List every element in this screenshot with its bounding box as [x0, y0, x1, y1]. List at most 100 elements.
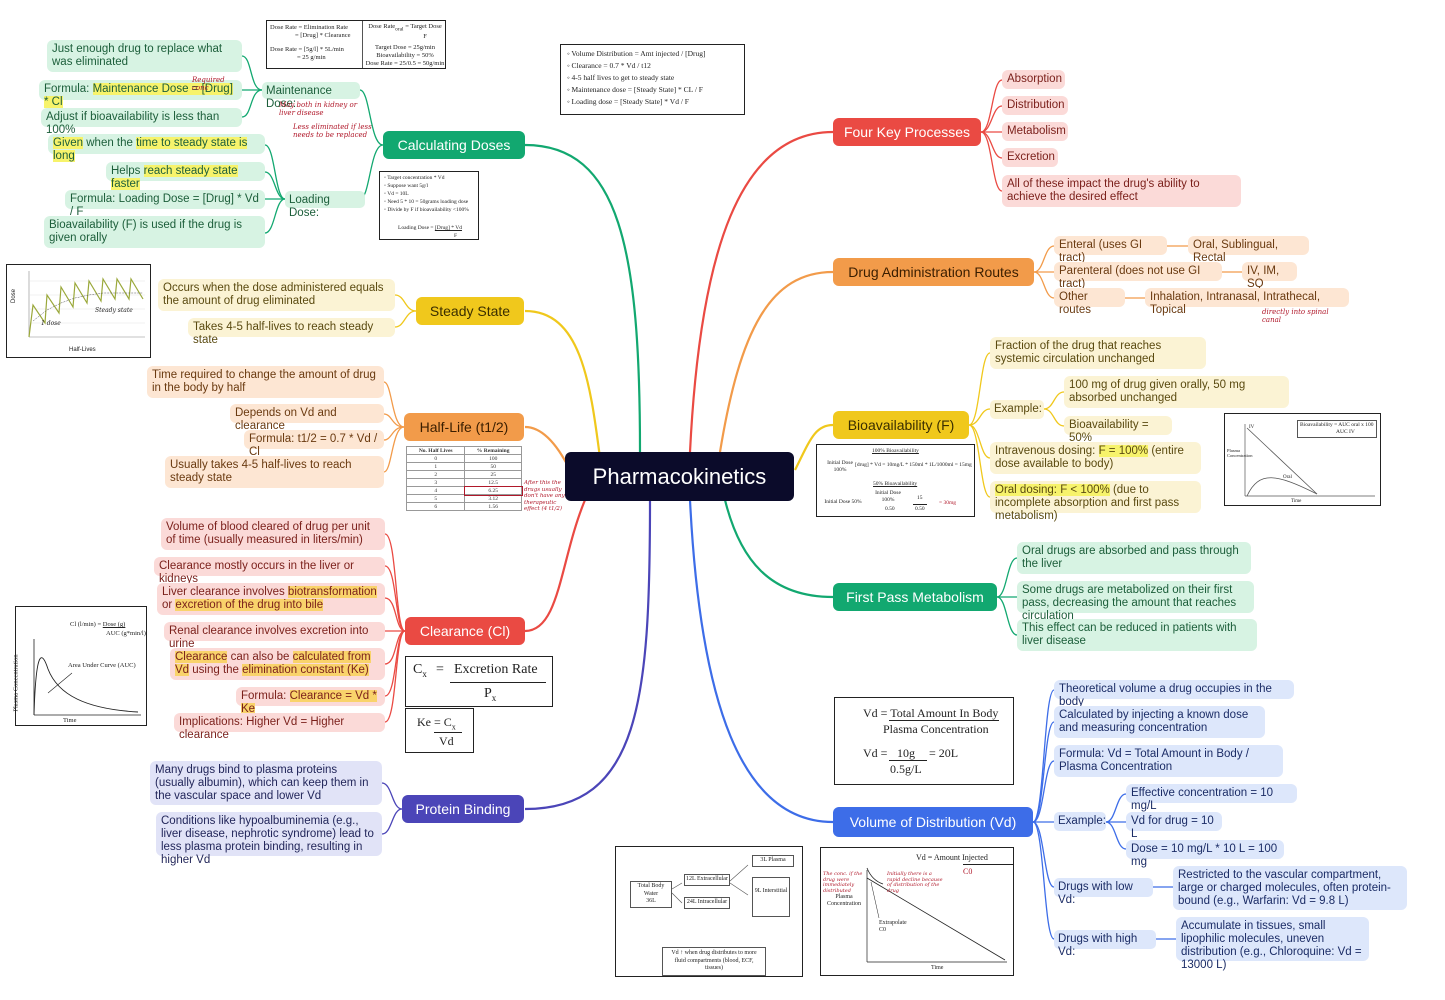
topic-steady-state[interactable]: Steady State [416, 297, 524, 325]
steady-xlabel: Half-Lives [69, 347, 96, 353]
vd-box-a: Vd = Total Amount In Body [863, 706, 999, 720]
bio-box-i2a: Initial Dose 100% [875, 490, 901, 503]
half-note-3[interactable]: Formula: t1/2 = 0.7 * Vd / Cl [244, 430, 384, 458]
clear-note-4[interactable]: Renal clearance involves excretion into … [164, 622, 385, 650]
route-enteral[interactable]: Enteral (uses GI tract) [1054, 236, 1167, 264]
half-note-1[interactable]: Time required to change the amount of dr… [147, 366, 384, 398]
clear-note-5[interactable]: Clearance can also be calculated from Vd… [170, 648, 385, 680]
route-other[interactable]: Other routes [1054, 288, 1125, 316]
topic-calculating-doses[interactable]: Calculating Doses [383, 131, 525, 159]
process-absorption[interactable]: Absorption [1002, 70, 1065, 89]
topic-administration-routes[interactable]: Drug Administration Routes [833, 258, 1034, 286]
ke-lhs: Ke = Cx [417, 715, 456, 732]
vd-example-3[interactable]: Dose = 10 mg/L * 10 L = 100 mg [1126, 840, 1284, 868]
bio-iv[interactable]: Intravenous dosing: F = 100% (entire dos… [990, 442, 1201, 474]
handnote-required: Required conc [192, 76, 225, 92]
fluid-arrows [671, 864, 749, 904]
firstpass-note-3[interactable]: This effect can be reduced in patients w… [1017, 619, 1257, 651]
loading-dose-label[interactable]: Loading Dose: [285, 191, 365, 219]
vd-example-2[interactable]: Vd for drug = 10 L [1126, 812, 1222, 840]
maintenance-note-3[interactable]: Adjust if bioavailability is less than 1… [41, 108, 242, 136]
vd-box-div1 [889, 720, 999, 721]
clear-note-2[interactable]: Clearance mostly occurs in the liver or … [154, 557, 385, 585]
summary-item-4: ◦ Maintenance dose = [Steady State] * CL… [567, 85, 703, 94]
route-other-examples[interactable]: Inhalation, Intranasal, Intrathecal, Top… [1145, 288, 1349, 316]
dose-rate-l1: Dose Rate = Elimination Rate [270, 24, 349, 31]
firstpass-note-2[interactable]: Some drugs are metabolized on their firs… [1017, 581, 1254, 622]
clear-note-7[interactable]: Implications: Higher Vd = Higher clearan… [174, 713, 385, 741]
steady-note-2[interactable]: Takes 4-5 half-lives to reach steady sta… [188, 318, 395, 346]
route-parenteral-examples[interactable]: IV, IM, SQ [1242, 262, 1297, 290]
topic-bioavailability[interactable]: Bioavailability (F) [833, 411, 969, 439]
bio-example-2[interactable]: Bioavailability = 50% [1064, 416, 1172, 444]
process-distribution[interactable]: Distribution [1002, 96, 1068, 115]
clear-formula[interactable]: Formula: Clearance = Vd * Ke [236, 687, 385, 715]
topic-half-life[interactable]: Half-Life (t1/2) [404, 413, 524, 441]
topic-protein-binding[interactable]: Protein Binding [402, 795, 524, 823]
loading-note-4[interactable]: Bioavailability (F) is used if the drug … [44, 216, 265, 248]
process-summary[interactable]: All of these impact the drug's ability t… [1002, 175, 1241, 207]
bioavailability-calc-box: 100% Bioavailability Initial Dose 100% [… [816, 444, 975, 517]
ke-den: Vd [439, 734, 454, 748]
bio-example-label[interactable]: Example: [990, 400, 1044, 419]
vd-high-desc[interactable]: Accumulate in tissues, small lipophilic … [1176, 917, 1369, 971]
cx-eq: = [436, 662, 444, 677]
steady-state-graph: 1 dose Steady state Dose Half-Lives [6, 264, 151, 358]
auc-xlabel: Time [63, 717, 77, 724]
steady-note-1[interactable]: Occurs when the dose administered equals… [158, 279, 395, 311]
clear-note-1[interactable]: Volume of blood cleared of drug per unit… [161, 518, 385, 550]
process-metabolism[interactable]: Metabolism [1002, 122, 1068, 141]
clear-note-3[interactable]: Liver clearance involves biotransformati… [157, 583, 385, 615]
loading-note-1[interactable]: Given when the time to steady state is l… [48, 134, 265, 162]
topic-clearance[interactable]: Clearance (Cl) [405, 617, 525, 645]
maintenance-note-1[interactable]: Just enough drug to replace what was eli… [47, 40, 242, 72]
ke-divider [434, 732, 462, 733]
bio-box-i1: Initial Dose 100% [827, 460, 853, 473]
vd-low-label[interactable]: Drugs with low Vd: [1054, 878, 1153, 906]
vd-example-1[interactable]: Effective concentration = 10 mg/L [1126, 784, 1297, 812]
given-text: when the [83, 137, 137, 149]
vd-formula[interactable]: Formula: Vd = Total Amount in Body / Pla… [1054, 745, 1283, 777]
protein-note-1[interactable]: Many drugs bind to plasma proteins (usua… [150, 761, 382, 805]
protein-note-2[interactable]: Conditions like hypoalbuminemia (e.g., l… [156, 812, 382, 866]
cx-formula-box: Cx = Excretion Rate Px [405, 656, 553, 707]
half-note-2[interactable]: Depends on Vd and clearance [230, 404, 384, 432]
bio-chart [1244, 424, 1375, 497]
vd-example-label[interactable]: Example: [1054, 812, 1106, 831]
dose-rate-r5: Dose Rate = 25/0.5 = 50g/min [365, 60, 445, 68]
vd-box-c: Vd = [863, 746, 888, 760]
topic-first-pass[interactable]: First Pass Metabolism [833, 583, 997, 611]
loading-box-den: F [454, 233, 458, 239]
loading-note-2[interactable]: Helps reach steady state faster [106, 162, 265, 190]
bio-oral[interactable]: Oral dosing: F < 100% (due to incomplete… [990, 481, 1201, 522]
summary-formula-box: ◦ Volume Distribution = Amt injected / [… [560, 44, 745, 115]
central-topic[interactable]: Pharmacokinetics [565, 452, 794, 501]
loading-box-formula: Loading Dose = [Drug] * Vd [398, 225, 462, 231]
cx-divider [450, 682, 546, 683]
half-life-handnote: After this the drugs usually don't have … [524, 480, 565, 512]
topic-volume-distribution[interactable]: Volume of Distribution (Vd) [833, 807, 1033, 837]
vd-note-2[interactable]: Calculated by injecting a known dose and… [1054, 706, 1265, 738]
bio-box-n2: 0.50 [915, 506, 925, 512]
vd-note-1[interactable]: Theoretical volume a drug occupies in th… [1054, 680, 1294, 708]
half-note-4[interactable]: Usually takes 4-5 half-lives to reach st… [165, 456, 384, 488]
vd-low-desc[interactable]: Restricted to the vascular compartment, … [1173, 866, 1407, 910]
bio-example-1[interactable]: 100 mg of drug given orally, 50 mg absor… [1064, 376, 1289, 408]
route-enteral-examples[interactable]: Oral, Sublingual, Rectal [1188, 236, 1309, 264]
cx-lhs: Cx [413, 662, 427, 679]
loading-box-2: ◦ Suppose want 5g/l [384, 183, 428, 189]
process-excretion[interactable]: Excretion [1002, 148, 1058, 167]
topic-four-key-processes[interactable]: Four Key Processes [833, 118, 981, 146]
given-highlight: Given [53, 137, 84, 149]
summary-item-3: ◦ 4-5 half lives to get to steady state [567, 73, 675, 82]
vd-high-label[interactable]: Drugs with high Vd: [1054, 930, 1156, 958]
fluid-plasma: 3L Plasma [752, 855, 794, 867]
bio-note-1[interactable]: Fraction of the drug that reaches system… [990, 337, 1206, 369]
loading-formula[interactable]: Formula: Loading Dose = [Drug] * Vd / F [65, 190, 265, 218]
route-parenteral[interactable]: Parenteral (does not use GI tract) [1054, 262, 1222, 290]
firstpass-note-1[interactable]: Oral drugs are absorbed and pass through… [1017, 542, 1251, 574]
vd-box-b: Plasma Concentration [883, 722, 989, 736]
maintenance-dose-label[interactable]: Maintenance Dose: [262, 82, 360, 110]
